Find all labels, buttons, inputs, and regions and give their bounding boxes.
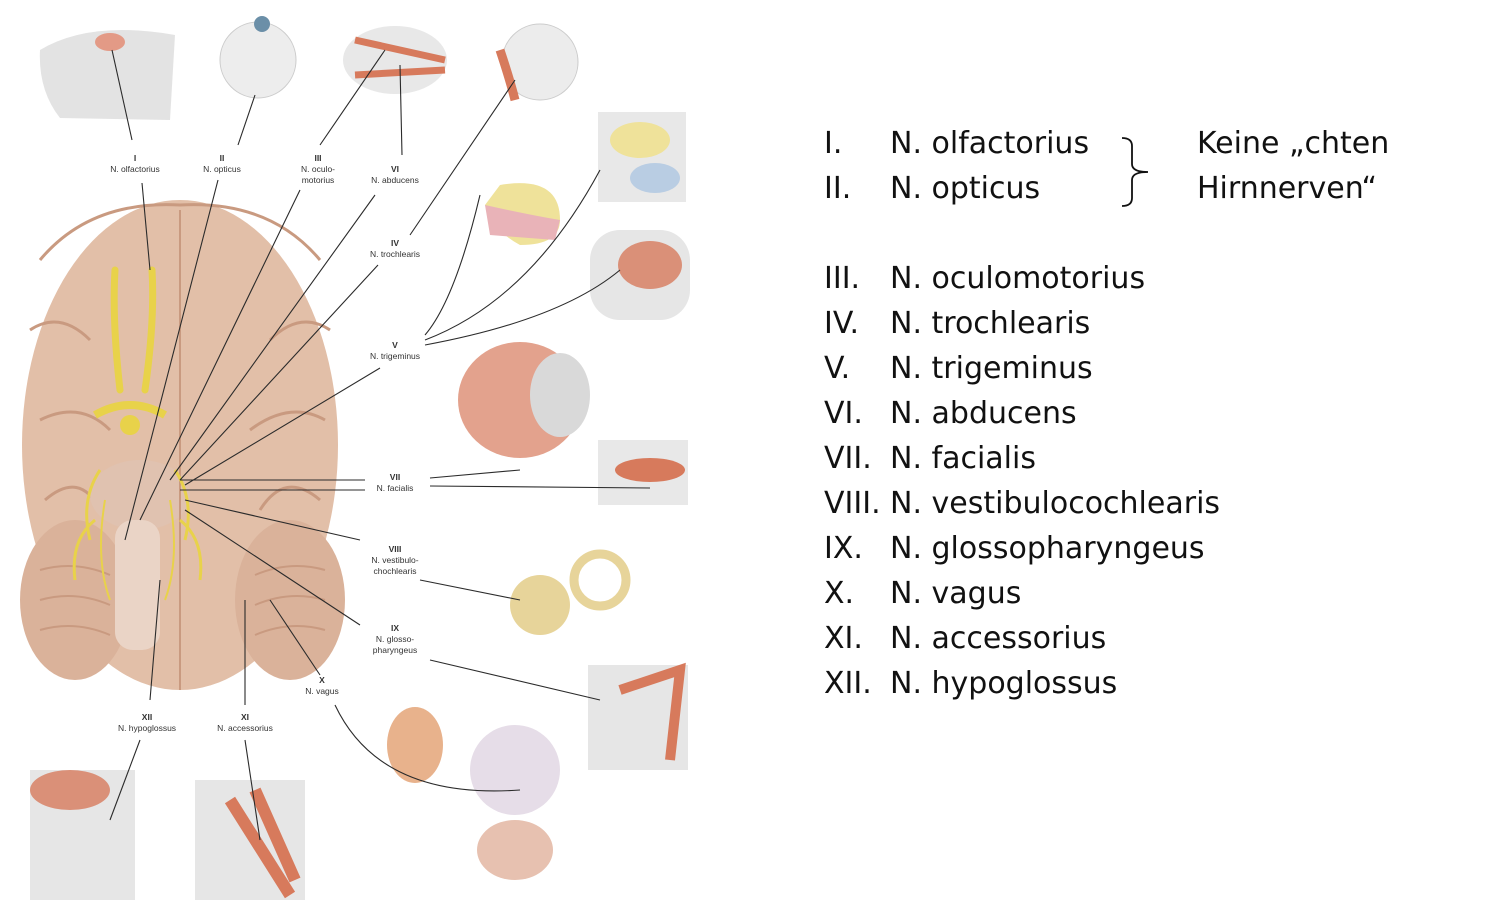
note-line-1: Keine „chten bbox=[1197, 126, 1390, 161]
orbit-muscles-thumbnail bbox=[343, 26, 447, 94]
nerve-name: N. trochlearis bbox=[890, 306, 1091, 341]
label-num-i: I bbox=[134, 153, 136, 163]
nerve-name: N. opticus bbox=[890, 171, 1041, 206]
label-num-vi: VI bbox=[391, 164, 399, 174]
nerve-number: IX. bbox=[824, 531, 863, 566]
inner-ear-thumbnail bbox=[510, 549, 631, 635]
nerve-number: XI. bbox=[824, 621, 863, 656]
label-num-iv: IV bbox=[391, 238, 399, 248]
label-name-vii: N. facialis bbox=[377, 483, 414, 493]
label-num-xii: XII bbox=[142, 712, 152, 722]
label-name-vi: N. abducens bbox=[371, 175, 419, 185]
eyeball-thumbnail bbox=[219, 16, 297, 99]
nerve-name: N. oculomotorius bbox=[890, 261, 1146, 296]
label-name-iii: N. oculo- bbox=[301, 164, 335, 174]
tongue-thumbnail bbox=[30, 770, 135, 900]
label-num-ii: II bbox=[220, 153, 225, 163]
nerve-number: III. bbox=[824, 261, 861, 296]
brain-inferior-view bbox=[20, 200, 345, 690]
head-muscles-thumbnail bbox=[458, 342, 590, 458]
label-name-iv: N. trochlearis bbox=[370, 249, 420, 259]
nerve-name: N. facialis bbox=[890, 441, 1036, 476]
label-name2-ix: pharyngeus bbox=[373, 645, 417, 655]
label-name-viii: N. vestibulo- bbox=[371, 555, 418, 565]
nerve-name: N. glossopharyngeus bbox=[890, 531, 1205, 566]
face-sensory-thumbnail bbox=[485, 183, 560, 245]
label-name-ii: N. opticus bbox=[203, 164, 241, 174]
label-num-v: V bbox=[392, 340, 398, 350]
nerve-name: N. vagus bbox=[890, 576, 1022, 611]
nerve-name: N. abducens bbox=[890, 396, 1077, 431]
label-num-x: X bbox=[319, 675, 325, 685]
nasal-cavity-thumbnail bbox=[598, 112, 686, 202]
nerve-number: IV. bbox=[824, 306, 860, 341]
neck-thumbnail bbox=[195, 780, 305, 900]
label-num-vii: VII bbox=[390, 472, 400, 482]
connector-lines bbox=[109, 49, 651, 841]
brace-note: Keine „chten Hirnnerven“ bbox=[1197, 121, 1389, 211]
skull-masseter-thumbnail bbox=[590, 230, 690, 320]
nerve-number: VI. bbox=[824, 396, 863, 431]
nerve-name: N. olfactorius bbox=[890, 126, 1090, 161]
cranial-nerves-illustration: I N. olfactorius II N. opticus III N. oc… bbox=[20, 16, 690, 900]
nerve-number: VIII. bbox=[824, 486, 881, 521]
label-num-viii: VIII bbox=[389, 544, 402, 554]
nerve-number: I. bbox=[824, 126, 843, 161]
note-line-2: Hirnnerven“ bbox=[1197, 171, 1378, 206]
label-name-i: N. olfactorius bbox=[110, 164, 160, 174]
nerve-name: N. hypoglossus bbox=[890, 666, 1118, 701]
eye-trochlear-thumbnail bbox=[495, 23, 579, 102]
nerve-number: V. bbox=[824, 351, 851, 386]
label-num-iii: III bbox=[314, 153, 321, 163]
label-name2-viii: chochlearis bbox=[374, 566, 417, 576]
label-num-ix: IX bbox=[391, 623, 399, 633]
nerve-number: X. bbox=[824, 576, 855, 611]
ear-thumbnail bbox=[387, 707, 443, 783]
label-name-xi: N. accessorius bbox=[217, 723, 273, 733]
pharynx-thumbnail bbox=[588, 662, 688, 770]
label-num-xi: XI bbox=[241, 712, 249, 722]
label-name-xii: N. hypoglossus bbox=[118, 723, 176, 733]
thoracic-organs-thumbnail bbox=[470, 725, 560, 880]
nose-thumbnail bbox=[39, 30, 176, 120]
nerve-number: II. bbox=[824, 171, 852, 206]
nerve-name: N. trigeminus bbox=[890, 351, 1093, 386]
label-name-v: N. trigeminus bbox=[370, 351, 420, 361]
nerve-name: N. accessorius bbox=[890, 621, 1107, 656]
nerve-number: VII. bbox=[824, 441, 872, 476]
illustration-labels: I N. olfactorius II N. opticus III N. oc… bbox=[110, 153, 420, 733]
label-name-ix: N. glosso- bbox=[376, 634, 414, 644]
curly-brace bbox=[1121, 137, 1149, 207]
label-name2-iii: motorius bbox=[302, 175, 335, 185]
nerve-number: XII. bbox=[824, 666, 872, 701]
nerve-name: N. vestibulocochlearis bbox=[890, 486, 1221, 521]
label-name-x: N. vagus bbox=[305, 686, 339, 696]
tongue-side-thumbnail bbox=[598, 440, 688, 505]
